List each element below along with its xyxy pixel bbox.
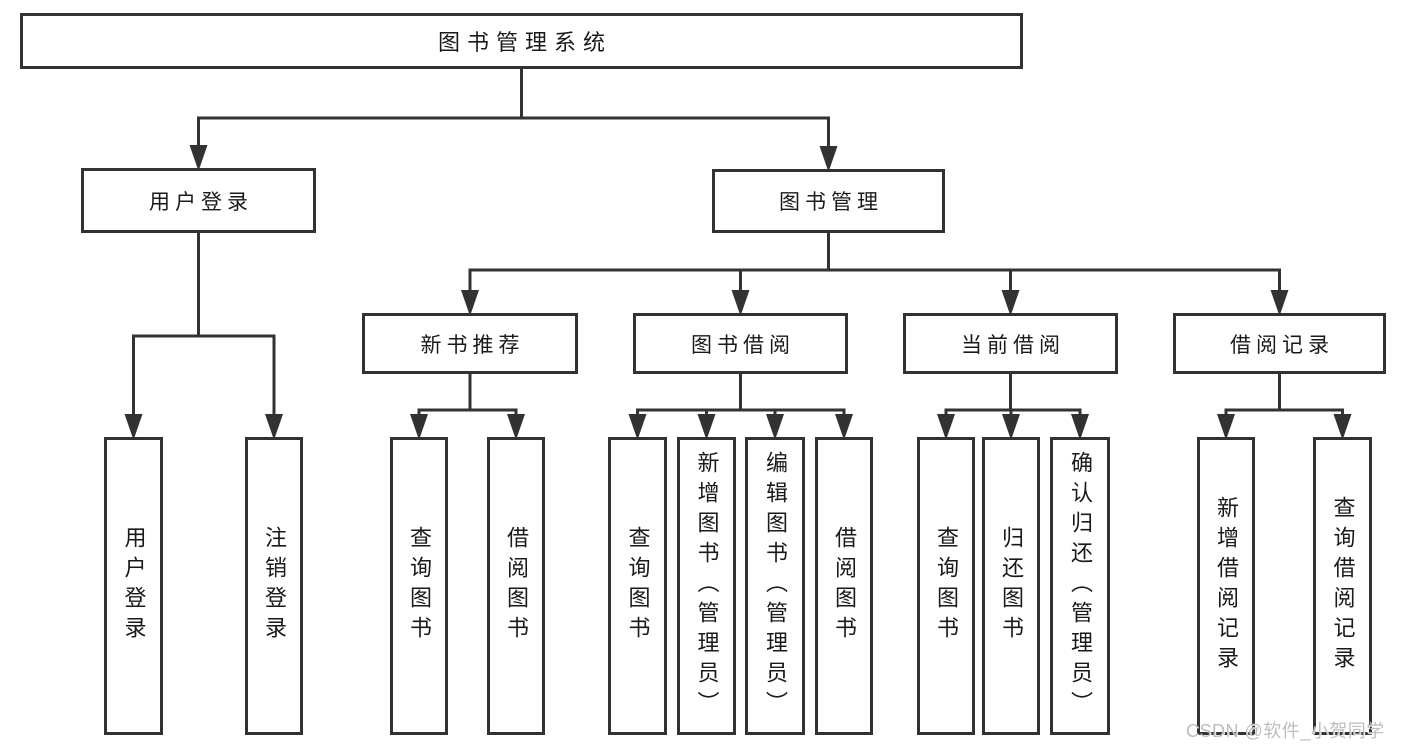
node-leaf-confirm-return: 确认归还（管理员） [1050, 437, 1110, 735]
node-label-leaf-edit-book: 编辑图书（管理员） [763, 451, 788, 721]
node-label-new-book-rec: 新书推荐 [420, 333, 525, 357]
node-label-leaf-logout: 注销登录 [262, 526, 287, 646]
node-label-leaf-return-book: 归还图书 [999, 526, 1024, 646]
node-leaf-add-record: 新增借阅记录 [1197, 437, 1255, 735]
node-label-leaf-add-record: 新增借阅记录 [1214, 496, 1239, 676]
node-leaf-user-login: 用户登录 [104, 437, 163, 735]
node-label-leaf-borrow-books-2: 借阅图书 [832, 526, 857, 646]
csdn-watermark: CSDN @软件_小贺同学 [1186, 721, 1385, 741]
node-label-leaf-add-book: 新增图书（管理员） [694, 451, 720, 721]
node-label-root: 图书管理系统 [437, 30, 612, 55]
node-label-leaf-query-books-2: 查询图书 [625, 526, 651, 646]
node-label-leaf-query-record: 查询借阅记录 [1330, 496, 1356, 676]
node-leaf-borrow-books-2: 借阅图书 [815, 437, 873, 735]
node-root: 图书管理系统 [20, 13, 1023, 69]
node-label-leaf-user-login: 用户登录 [121, 526, 147, 646]
node-book-mgmt: 图书管理 [712, 169, 945, 233]
node-leaf-return-book: 归还图书 [982, 437, 1040, 735]
node-leaf-add-book: 新增图书（管理员） [677, 437, 736, 735]
node-leaf-query-books-2: 查询图书 [608, 437, 667, 735]
node-label-leaf-confirm-return: 确认归还（管理员） [1068, 451, 1093, 721]
node-label-leaf-borrow-books-1: 借阅图书 [504, 526, 529, 646]
node-label-login-group: 用户登录 [149, 190, 253, 214]
node-leaf-query-books-1: 查询图书 [390, 437, 448, 735]
node-borrow-records: 借阅记录 [1173, 313, 1386, 374]
node-leaf-query-books-3: 查询图书 [917, 437, 975, 735]
node-new-book-rec: 新书推荐 [362, 313, 578, 374]
node-label-book-mgmt: 图书管理 [779, 191, 883, 214]
node-leaf-borrow-books-1: 借阅图书 [487, 437, 545, 735]
node-leaf-query-record: 查询借阅记录 [1313, 437, 1372, 735]
node-leaf-logout: 注销登录 [245, 437, 303, 735]
node-label-leaf-query-books-1: 查询图书 [407, 526, 432, 646]
node-label-current-borrow: 当前借阅 [961, 333, 1065, 357]
node-book-borrow: 图书借阅 [633, 313, 848, 374]
node-current-borrow: 当前借阅 [903, 313, 1118, 374]
node-label-book-borrow: 图书借阅 [691, 333, 795, 357]
node-label-leaf-query-books-3: 查询图书 [934, 526, 959, 646]
node-label-borrow-records: 借阅记录 [1230, 333, 1334, 357]
node-leaf-edit-book: 编辑图书（管理员） [745, 437, 805, 735]
node-login-group: 用户登录 [81, 168, 316, 233]
